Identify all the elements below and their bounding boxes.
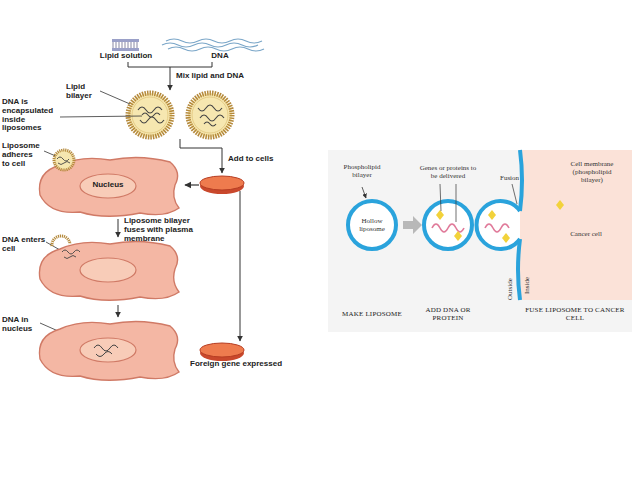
protein-diamond xyxy=(488,210,496,220)
ingredient-label: DNA xyxy=(200,52,240,61)
node-label: Foreign gene expressed xyxy=(190,360,306,369)
side-label: Inside xyxy=(523,277,531,294)
culture-dish: Foreign gene expressed xyxy=(196,340,306,374)
part-label: Genes or proteins to be delivered xyxy=(419,164,477,180)
cell-shape xyxy=(39,241,179,300)
part-label: Lipid bilayer xyxy=(66,83,102,101)
cell-body xyxy=(518,150,632,300)
dna-coil xyxy=(94,345,118,357)
callout-label: DNA enters cell xyxy=(2,236,48,254)
gene-strand xyxy=(485,224,509,232)
dna-coil xyxy=(138,107,164,123)
dna-coil xyxy=(198,105,224,126)
step-label: Mix lipid and DNA xyxy=(176,72,276,81)
dna-strands xyxy=(162,39,264,51)
nucleus-oval xyxy=(80,338,136,362)
liposome xyxy=(188,93,232,137)
step-label: Add to cells xyxy=(228,155,298,164)
part-label: Cell membrane (phospholipid bilayer) xyxy=(562,160,622,184)
liposome-inner xyxy=(192,97,228,133)
nucleus-outline xyxy=(80,174,136,198)
protein-diamond xyxy=(502,233,510,243)
dna-strand xyxy=(168,47,264,51)
dna-coil xyxy=(62,250,80,259)
liposome-bilayer xyxy=(128,93,172,137)
liposome-circle: Hollow liposome xyxy=(346,199,398,251)
dna-strand xyxy=(166,39,262,43)
dna-strand xyxy=(162,43,258,47)
liposome-bilayer xyxy=(188,93,232,137)
leader-line xyxy=(456,184,457,222)
flow-arrow xyxy=(240,191,241,341)
step-caption: MAKE LIPOSOME xyxy=(332,310,412,318)
protein-diamond xyxy=(436,210,444,220)
protein-diamond xyxy=(454,231,462,241)
flow-arrow xyxy=(180,139,222,173)
flow-arrow xyxy=(185,184,199,185)
dna-coil xyxy=(57,157,70,165)
culture-dish-shape xyxy=(196,340,306,374)
node-label: Hollow liposome xyxy=(352,217,392,233)
flow-arrow xyxy=(118,305,119,317)
gene-strand xyxy=(432,224,464,232)
cell-membrane xyxy=(518,150,522,300)
step-label: Liposome bilayer fuses with plasma membr… xyxy=(124,217,209,243)
lipid-heads xyxy=(112,39,139,51)
callout-label: DNA in nucleus xyxy=(2,316,42,334)
leader-line xyxy=(362,187,366,198)
leader-line xyxy=(440,184,441,211)
callout-label: Liposome adheres to cell xyxy=(2,142,41,168)
part-label: Phospholipid bilayer xyxy=(334,163,390,179)
leader-line xyxy=(100,91,130,104)
adhering-liposome xyxy=(54,150,74,170)
ingredient-label: Lipid solution xyxy=(98,52,154,61)
loaded-liposome xyxy=(424,201,472,249)
liposome xyxy=(128,93,172,137)
leader-line xyxy=(60,116,142,117)
fused-bilayer xyxy=(52,236,70,246)
liposome-outline xyxy=(348,201,396,249)
flow-arrow xyxy=(170,67,171,90)
lipid-icon xyxy=(112,39,139,51)
fusing-liposome xyxy=(477,201,520,249)
callout-label: DNA is encapsulated inside liposomes xyxy=(2,98,64,133)
liposome-arc xyxy=(477,201,520,249)
step-caption: FUSE LIPOSOME TO CANCER CELL xyxy=(525,306,625,322)
side-label: Outside xyxy=(506,278,514,300)
part-label: Fusion xyxy=(500,174,530,182)
dish-medium xyxy=(200,176,244,190)
leader-line xyxy=(512,184,517,204)
dish-medium xyxy=(200,343,244,357)
step-caption: ADD DNA OR PROTEIN xyxy=(417,306,479,322)
liposome-inner xyxy=(132,97,168,133)
culture-dish xyxy=(200,176,244,194)
step-arrow xyxy=(403,216,422,234)
flow-arrow xyxy=(118,219,119,237)
node-label: Nucleus xyxy=(80,181,136,190)
panel-background xyxy=(328,150,632,332)
node-label: Cancer cell xyxy=(568,230,604,238)
protein-diamond xyxy=(556,200,564,210)
nucleus-oval xyxy=(80,258,136,282)
liposome-circle xyxy=(424,201,472,249)
lipid-tails xyxy=(113,42,137,48)
cell-shape xyxy=(39,321,179,380)
mix-bracket xyxy=(128,62,212,67)
nucleus-oval: Nucleus xyxy=(80,174,136,198)
